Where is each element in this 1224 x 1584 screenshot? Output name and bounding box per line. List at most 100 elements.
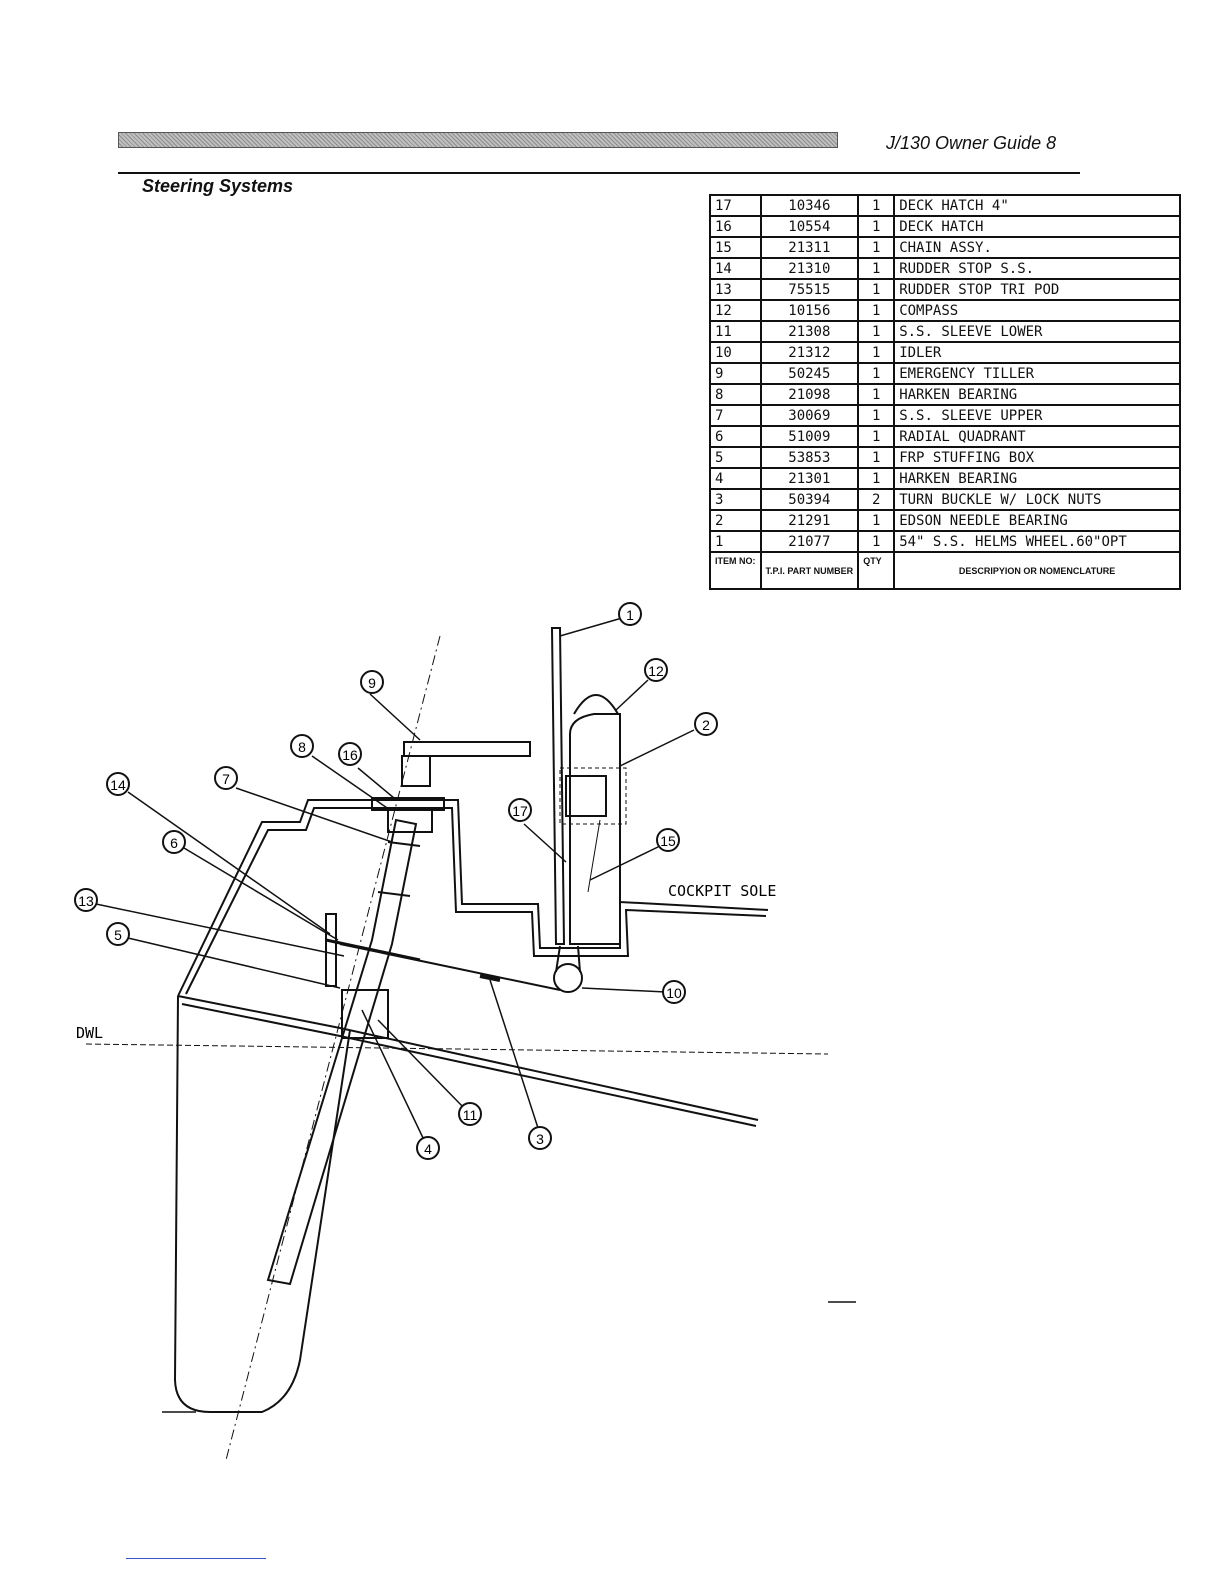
part-number-cell: 10554: [759, 215, 860, 238]
item-cell: 6: [709, 425, 762, 448]
callout-circle: [214, 766, 238, 790]
qty-cell: 1: [857, 383, 896, 406]
item-cell: 2: [709, 509, 762, 532]
part-number-cell: 21312: [759, 341, 860, 364]
item-cell: 11: [709, 320, 762, 343]
callout-number: 17: [512, 803, 528, 819]
description-cell: RADIAL QUADRANT: [893, 425, 1181, 448]
callout-16: 16: [338, 742, 362, 766]
callout-number: 7: [222, 771, 230, 787]
description-cell: HARKEN BEARING: [893, 467, 1181, 490]
callout-circle: [458, 1102, 482, 1126]
part-number-cell: 10346: [759, 194, 860, 217]
column-header-item: ITEM NO:: [709, 551, 762, 590]
callout-number: 10: [666, 985, 682, 1001]
callout-number: 15: [660, 833, 676, 849]
qty-cell: 1: [857, 404, 896, 427]
callout-12: 12: [644, 658, 668, 682]
rudder-stock: [266, 818, 418, 1286]
callout-circle: [528, 1126, 552, 1150]
cockpit-sole-label: COCKPIT SOLE: [668, 882, 776, 900]
item-cell: 7: [709, 404, 762, 427]
lower-sleeve: [341, 989, 389, 1039]
description-cell: IDLER: [893, 341, 1181, 364]
callout-14: 14: [106, 772, 130, 796]
callout-number: 5: [114, 927, 122, 943]
item-cell: 17: [709, 194, 762, 217]
qty-cell: 1: [857, 509, 896, 532]
callout-number: 12: [648, 663, 664, 679]
part-number-cell: 50245: [759, 362, 860, 385]
item-cell: 9: [709, 362, 762, 385]
item-cell: 1: [709, 530, 762, 553]
callout-circle: [338, 742, 362, 766]
description-cell: TURN BUCKLE W/ LOCK NUTS: [893, 488, 1181, 511]
part-number-cell: 50394: [759, 488, 860, 511]
callout-number: 6: [170, 835, 178, 851]
compass-dome: [573, 694, 619, 715]
part-number-cell: 10156: [759, 299, 860, 322]
description-cell: DECK HATCH: [893, 215, 1181, 238]
callout-number: 14: [110, 777, 126, 793]
callout-13: 13: [74, 888, 98, 912]
item-cell: 12: [709, 299, 762, 322]
description-cell: EDSON NEEDLE BEARING: [893, 509, 1181, 532]
callout-number: 3: [536, 1131, 544, 1147]
item-cell: 15: [709, 236, 762, 259]
hull-bottom: [177, 995, 759, 1121]
description-cell: S.S. SLEEVE LOWER: [893, 320, 1181, 343]
item-cell: 5: [709, 446, 762, 469]
emergency-tiller: [403, 741, 531, 757]
qty-cell: 1: [857, 530, 896, 553]
part-number-cell: 21310: [759, 257, 860, 280]
callout-circle: [106, 922, 130, 946]
item-cell: 3: [709, 488, 762, 511]
callout-number: 11: [463, 1107, 478, 1123]
part-number-cell: 75515: [759, 278, 860, 301]
callout-6: 6: [162, 830, 186, 854]
description-cell: DECK HATCH 4": [893, 194, 1181, 217]
header-band: [118, 132, 838, 148]
description-cell: EMERGENCY TILLER: [893, 362, 1181, 385]
callout-2: 2: [694, 712, 718, 736]
callout-circle: [662, 980, 686, 1004]
callout-3: 3: [528, 1126, 552, 1150]
qty-cell: 1: [857, 446, 896, 469]
description-cell: FRP STUFFING BOX: [893, 446, 1181, 469]
qty-cell: 1: [857, 257, 896, 280]
callout-number: 9: [368, 675, 376, 691]
callout-7: 7: [214, 766, 238, 790]
callout-circle: [508, 798, 532, 822]
callout-circle: [290, 734, 314, 758]
callout-15: 15: [656, 828, 680, 852]
header-rule: [118, 172, 1080, 174]
doc-title: J/130 Owner Guide 8: [886, 133, 1057, 153]
callout-1: 1: [618, 602, 642, 626]
qty-cell: 1: [857, 194, 896, 217]
callout-number: 4: [424, 1141, 432, 1157]
part-number-cell: 21311: [759, 236, 860, 259]
callout-8: 8: [290, 734, 314, 758]
part-number-cell: 21098: [759, 383, 860, 406]
dwl-line: [85, 1043, 829, 1055]
callout-17: 17: [508, 798, 532, 822]
callout-circle: [416, 1136, 440, 1160]
callout-number: 13: [78, 893, 94, 909]
description-cell: HARKEN BEARING: [893, 383, 1181, 406]
part-number-cell: 30069: [759, 404, 860, 427]
helm-wheel: [550, 627, 566, 945]
callout-number: 2: [702, 717, 710, 733]
callout-circle: [644, 658, 668, 682]
